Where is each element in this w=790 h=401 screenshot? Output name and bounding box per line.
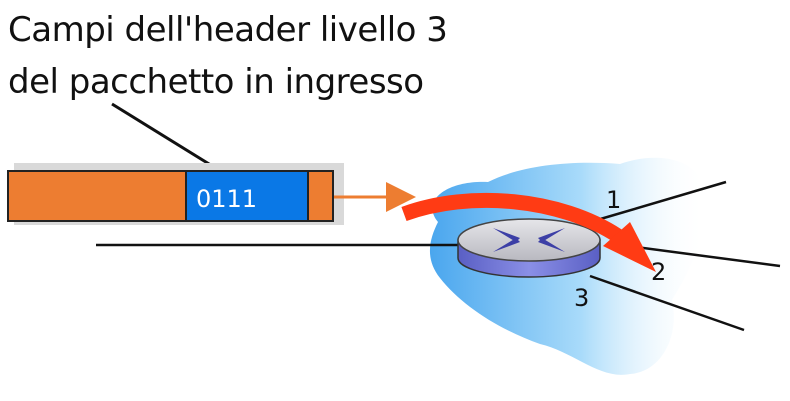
forwarding-arrow	[401, 192, 623, 243]
router-top	[457, 218, 601, 262]
port-label-1: 1	[606, 186, 621, 214]
pointer-line	[111, 102, 223, 174]
caption-line-1: Campi dell'header livello 3	[8, 10, 448, 50]
caption-line-2: del pacchetto in ingresso	[8, 62, 424, 102]
header-field	[185, 170, 309, 222]
diagram-caption: Campi dell'header livello 3 del pacchett…	[8, 4, 568, 108]
port-label-3: 3	[574, 284, 589, 312]
link-port-3	[589, 274, 745, 332]
router-x-icon	[493, 228, 565, 252]
link-port-1	[596, 180, 727, 222]
router	[457, 218, 601, 278]
port-label-2: 2	[651, 258, 666, 286]
forwarding-arrowhead	[603, 222, 656, 272]
link-port-2	[627, 244, 781, 268]
header-field-value: 0111	[196, 185, 257, 213]
